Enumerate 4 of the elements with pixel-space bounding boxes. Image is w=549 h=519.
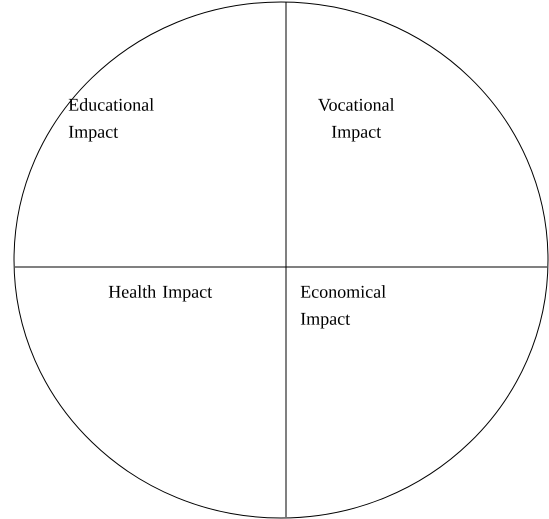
quadrant-label: Vocational Impact (318, 98, 394, 142)
quadrant-label: Economical Impact (300, 285, 386, 328)
quadrant-label: Health Impact (108, 285, 212, 302)
quadrant-label: Educational Impact (68, 98, 154, 142)
